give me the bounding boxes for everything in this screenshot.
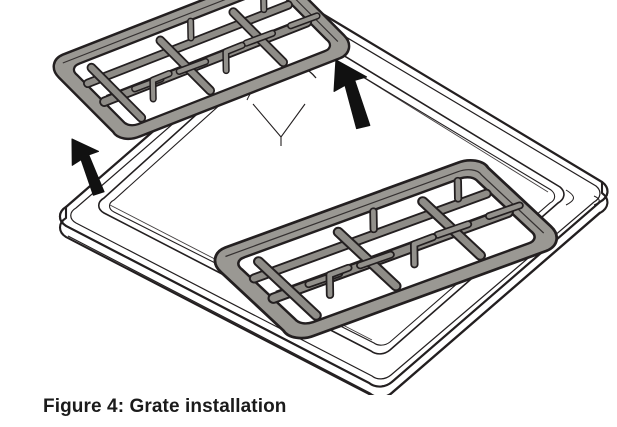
grate-installation-illustration: Gas cooktop with two burner grates being… [0,0,609,395]
figure-caption: Figure 4: Grate installation [43,396,287,417]
